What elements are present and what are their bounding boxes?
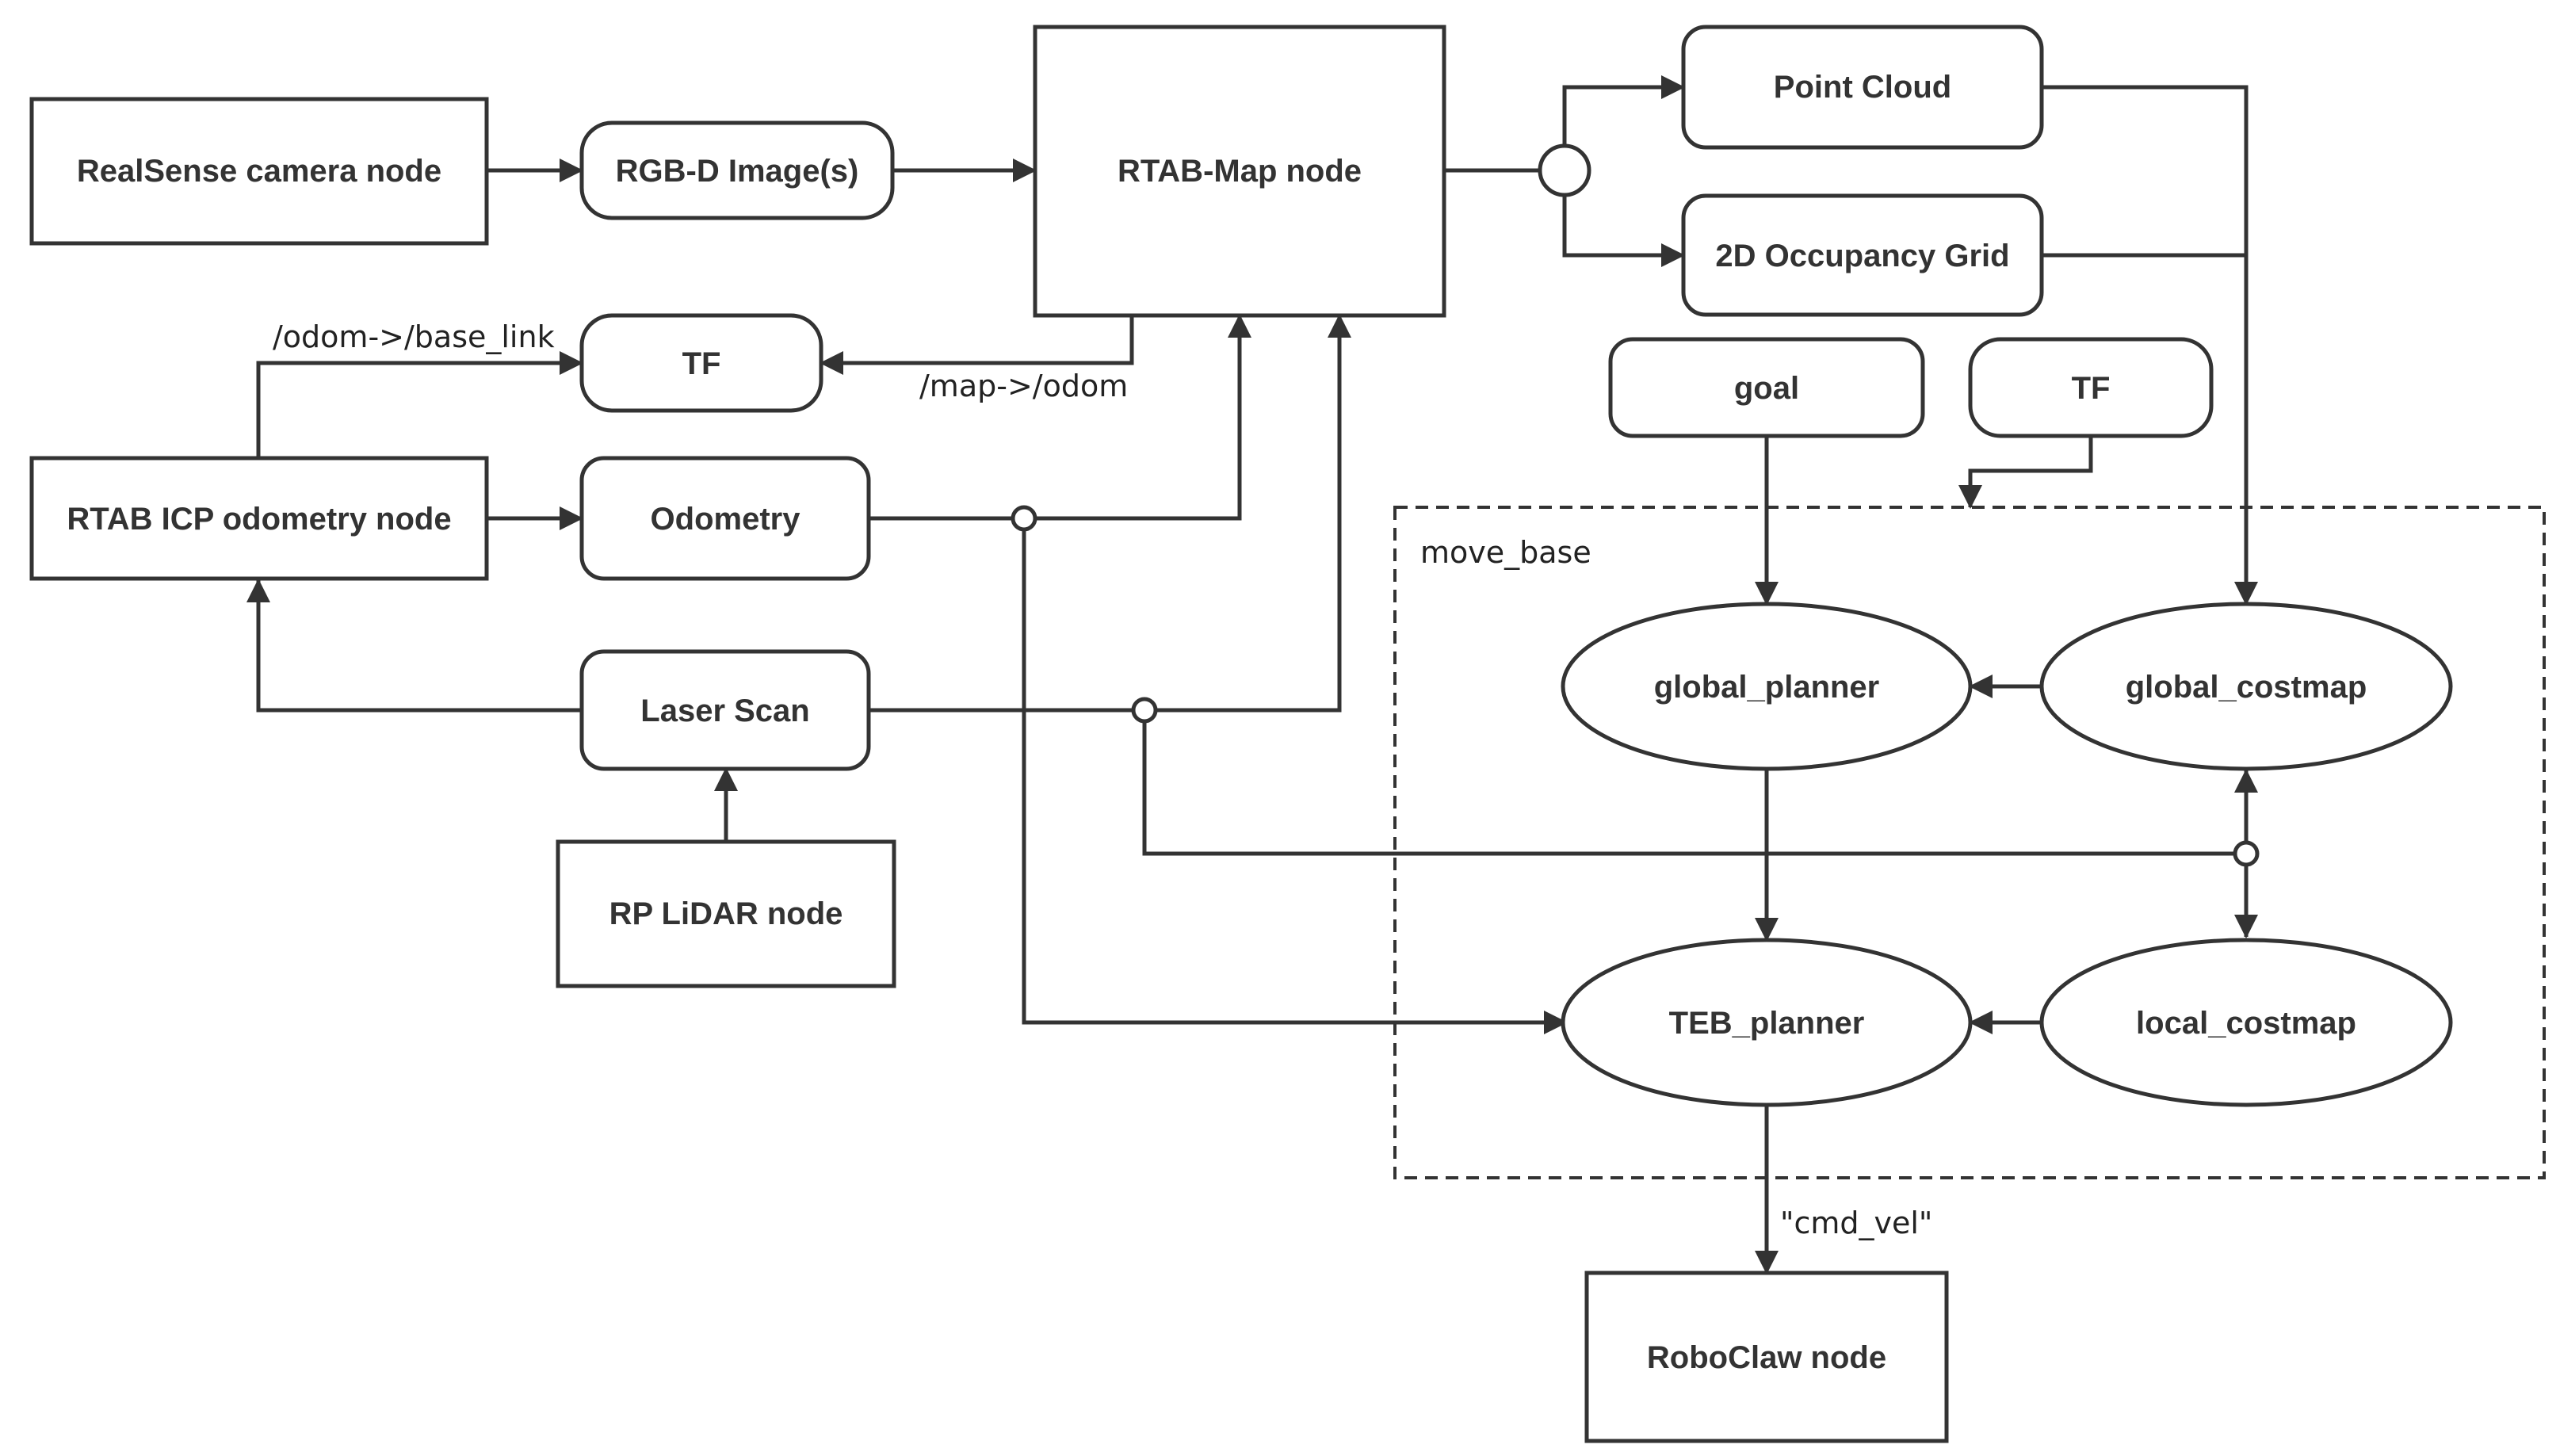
- node-global-costmap-label: global_costmap: [2126, 670, 2367, 705]
- edge-odometry-teb: [1022, 529, 1568, 1034]
- node-roboclaw-label: RoboClaw node: [1647, 1340, 1886, 1375]
- node-laser-scan: Laser Scan: [579, 649, 871, 771]
- node-tf-left: TF: [579, 313, 823, 413]
- node-rtabmap-label: RTAB-Map node: [1118, 154, 1362, 189]
- node-laser-scan-label: Laser Scan: [640, 694, 809, 728]
- node-tf-right: TF: [1968, 337, 2214, 438]
- edge-label-cmd-vel: "cmd_vel": [1780, 1206, 1932, 1240]
- node-roboclaw: RoboClaw node: [1584, 1271, 1949, 1443]
- node-local-costmap-label: local_costmap: [2136, 1006, 2356, 1041]
- edge-junction-occupancy: [1562, 190, 1685, 267]
- node-icp-odometry: RTAB ICP odometry node: [29, 456, 489, 581]
- edge-laser-icp: [246, 579, 582, 713]
- node-tf-left-label: TF: [682, 346, 721, 381]
- edge-laser-costmaps: [1142, 721, 2235, 856]
- node-teb-planner: TEB_planner: [1561, 938, 1973, 1107]
- node-rplidar: RP LiDAR node: [556, 839, 896, 988]
- node-point-cloud-label: Point Cloud: [1774, 70, 1951, 105]
- edge-junction-pointcloud: [1562, 75, 1685, 151]
- node-realsense-label: RealSense camera node: [77, 154, 441, 189]
- node-teb-planner-label: TEB_planner: [1669, 1006, 1865, 1041]
- edge-label-odom-base-link: /odom->/base_link: [273, 319, 555, 354]
- node-goal: goal: [1608, 337, 1925, 438]
- node-global-planner: global_planner: [1561, 602, 1973, 771]
- junction-rtabmap-outputs: [1538, 143, 1591, 197]
- edge-laser-rtabmap: [1156, 314, 1351, 713]
- junctions: [1011, 143, 2260, 867]
- node-realsense: RealSense camera node: [29, 97, 489, 246]
- node-global-planner-label: global_planner: [1654, 670, 1880, 705]
- edge-rtabmap-tf: [820, 315, 1134, 375]
- edge-tf-movebase: [1958, 436, 2093, 509]
- node-odometry-label: Odometry: [651, 502, 801, 537]
- edge-icp-tf: [256, 351, 583, 458]
- node-local-costmap: local_costmap: [2039, 938, 2453, 1107]
- node-rtabmap: RTAB-Map node: [1033, 25, 1446, 318]
- edges: [246, 75, 2258, 1274]
- node-rgbd-label: RGB-D Image(s): [616, 154, 859, 189]
- junction-laser: [1131, 697, 1158, 724]
- edge-label-map-odom: /map->/odom: [919, 369, 1128, 403]
- node-occupancy-grid-label: 2D Occupancy Grid: [1715, 239, 2009, 273]
- junction-odometry: [1011, 505, 1037, 532]
- node-rgbd-images: RGB-D Image(s): [579, 120, 895, 220]
- node-point-cloud: Point Cloud: [1681, 25, 2044, 150]
- edge-odometry-rtabmap-up: [1035, 314, 1251, 521]
- node-rplidar-label: RP LiDAR node: [609, 896, 843, 931]
- move-base-label: move_base: [1420, 535, 1591, 570]
- node-goal-label: goal: [1734, 371, 1799, 406]
- move-base-group: move_base: [1393, 506, 2546, 1179]
- junction-costmaps: [2233, 840, 2260, 867]
- node-icp-odometry-label: RTAB ICP odometry node: [67, 502, 451, 537]
- node-tf-right-label: TF: [2072, 371, 2111, 406]
- node-odometry: Odometry: [579, 456, 871, 581]
- node-occupancy-grid: 2D Occupancy Grid: [1681, 193, 2044, 317]
- edge-pointcloud-globalcostmap: [2042, 85, 2258, 606]
- node-global-costmap: global_costmap: [2039, 602, 2453, 771]
